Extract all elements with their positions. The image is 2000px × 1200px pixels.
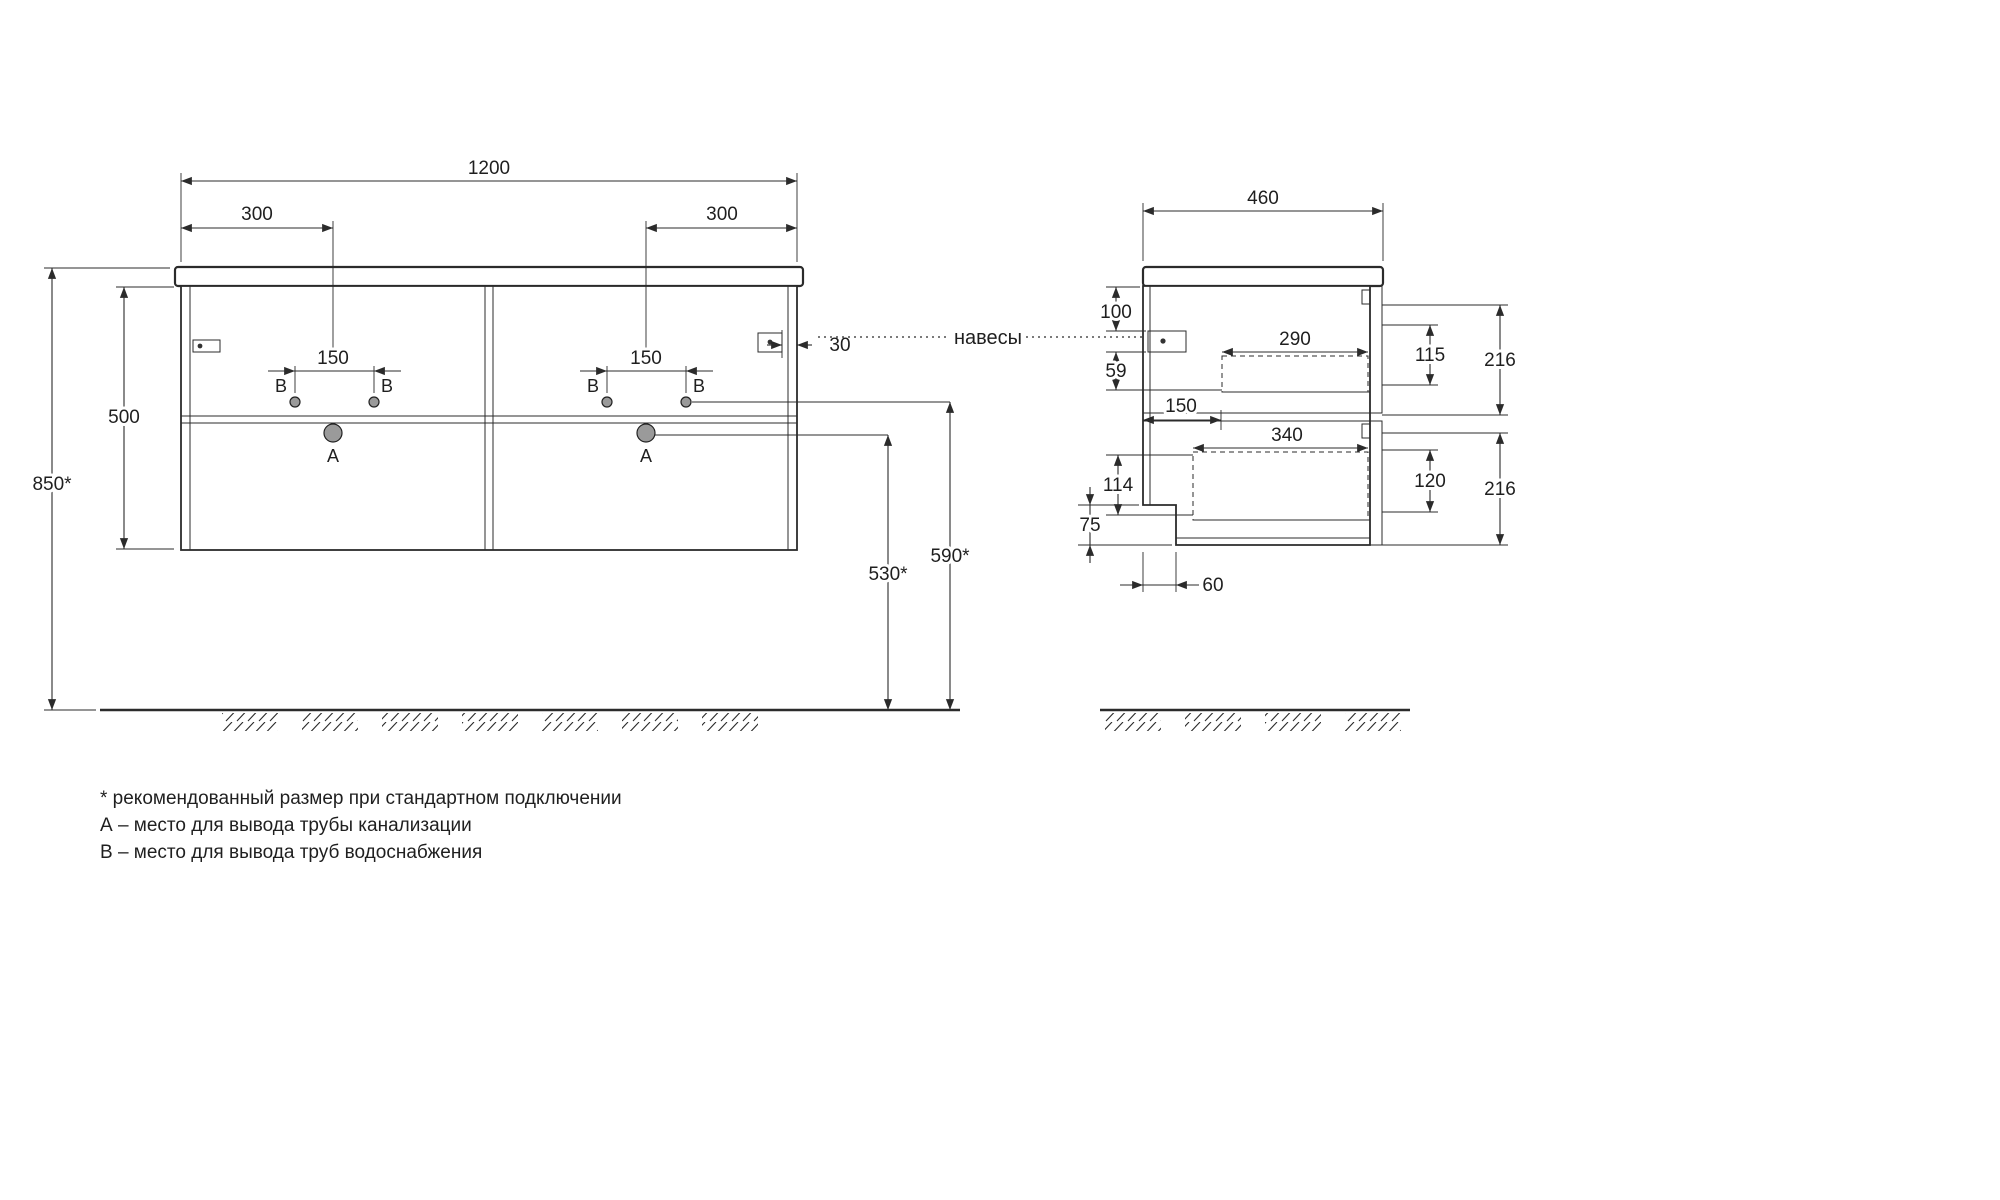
marker-b-label: B — [381, 376, 393, 396]
dim-supply-outlet-height: 590* — [930, 546, 970, 567]
marker-b-label: B — [587, 376, 599, 396]
floor — [100, 708, 1410, 731]
upper-handle-recess — [1361, 289, 1371, 305]
note-recommended-size: * рекомендованный размер при стандартном… — [100, 788, 622, 809]
dim-upper-drawer-inner-height: 115 — [1415, 345, 1445, 366]
dim-hanger-top-offset: 100 — [1100, 302, 1132, 323]
drain-outlet-icon — [323, 423, 343, 443]
lower-handle-recess — [1361, 423, 1371, 439]
dim-hanger-depth: 150 — [1165, 396, 1197, 417]
dim-front-width: 1200 — [468, 158, 510, 179]
marker-a-label: A — [327, 446, 339, 466]
dim-lower-drawer-inner-height: 114 — [1103, 475, 1134, 496]
supply-outlet-icon — [601, 396, 613, 408]
dim-left-supply-spacing: 150 — [317, 348, 349, 369]
wall-hanger-left — [192, 339, 221, 353]
marker-b-label: B — [693, 376, 705, 396]
supply-outlet-icon — [289, 396, 301, 408]
side-view: 460 100 59 115 216 150 290 — [1076, 185, 1518, 599]
dim-right-offset: 300 — [706, 204, 738, 225]
dim-right-supply-spacing: 150 — [630, 348, 662, 369]
dim-lower-front-height: 216 — [1484, 479, 1516, 500]
dim-recess-height: 75 — [1079, 515, 1100, 536]
note-marker-b: В – место для вывода труб водоснабжения — [100, 842, 482, 863]
front-dimensions: 1200 300 300 150 150 500 — [29, 155, 1150, 711]
dim-upper-drawer-depth: 290 — [1279, 329, 1311, 350]
dim-recess-depth: 60 — [1202, 575, 1223, 596]
dim-mount-height: 850* — [32, 474, 72, 495]
note-marker-a: А – место для вывода трубы канализации — [100, 815, 472, 836]
marker-b-label: B — [275, 376, 287, 396]
marker-a-label: A — [640, 446, 652, 466]
floor-hatching — [222, 713, 1401, 731]
side-dimensions: 460 100 59 115 216 150 290 — [1076, 185, 1518, 599]
dim-upper-front-height: 216 — [1484, 350, 1516, 371]
cabinet-body-front — [180, 285, 798, 551]
drain-outlet-icon — [636, 423, 656, 443]
countertop-side — [1141, 265, 1385, 288]
hangers-callout-label: навесы — [954, 327, 1022, 349]
supply-outlet-icon — [368, 396, 380, 408]
lower-drawer-front — [1369, 420, 1383, 546]
dim-lower-drawer-clearance: 120 — [1414, 471, 1446, 492]
supply-outlet-icon — [680, 396, 692, 408]
cabinet-panel-lines — [181, 286, 797, 550]
dim-hanger-inset: 30 — [829, 335, 850, 356]
wall-hanger-side — [1147, 330, 1187, 353]
dim-left-offset: 300 — [241, 204, 273, 225]
dim-hanger-height: 59 — [1105, 361, 1126, 382]
dim-cabinet-height: 500 — [108, 407, 140, 428]
countertop-front — [173, 265, 805, 288]
dim-lower-drawer-depth: 340 — [1271, 425, 1303, 446]
lower-drawer-box-hidden — [1192, 451, 1369, 521]
dim-drain-outlet-height: 530* — [868, 564, 908, 585]
legend: * рекомендованный размер при стандартном… — [100, 788, 622, 863]
dim-depth: 460 — [1247, 188, 1279, 209]
upper-drawer-front — [1369, 285, 1383, 414]
front-view: B B B B A A 1200 300 300 150 — [29, 155, 1150, 711]
